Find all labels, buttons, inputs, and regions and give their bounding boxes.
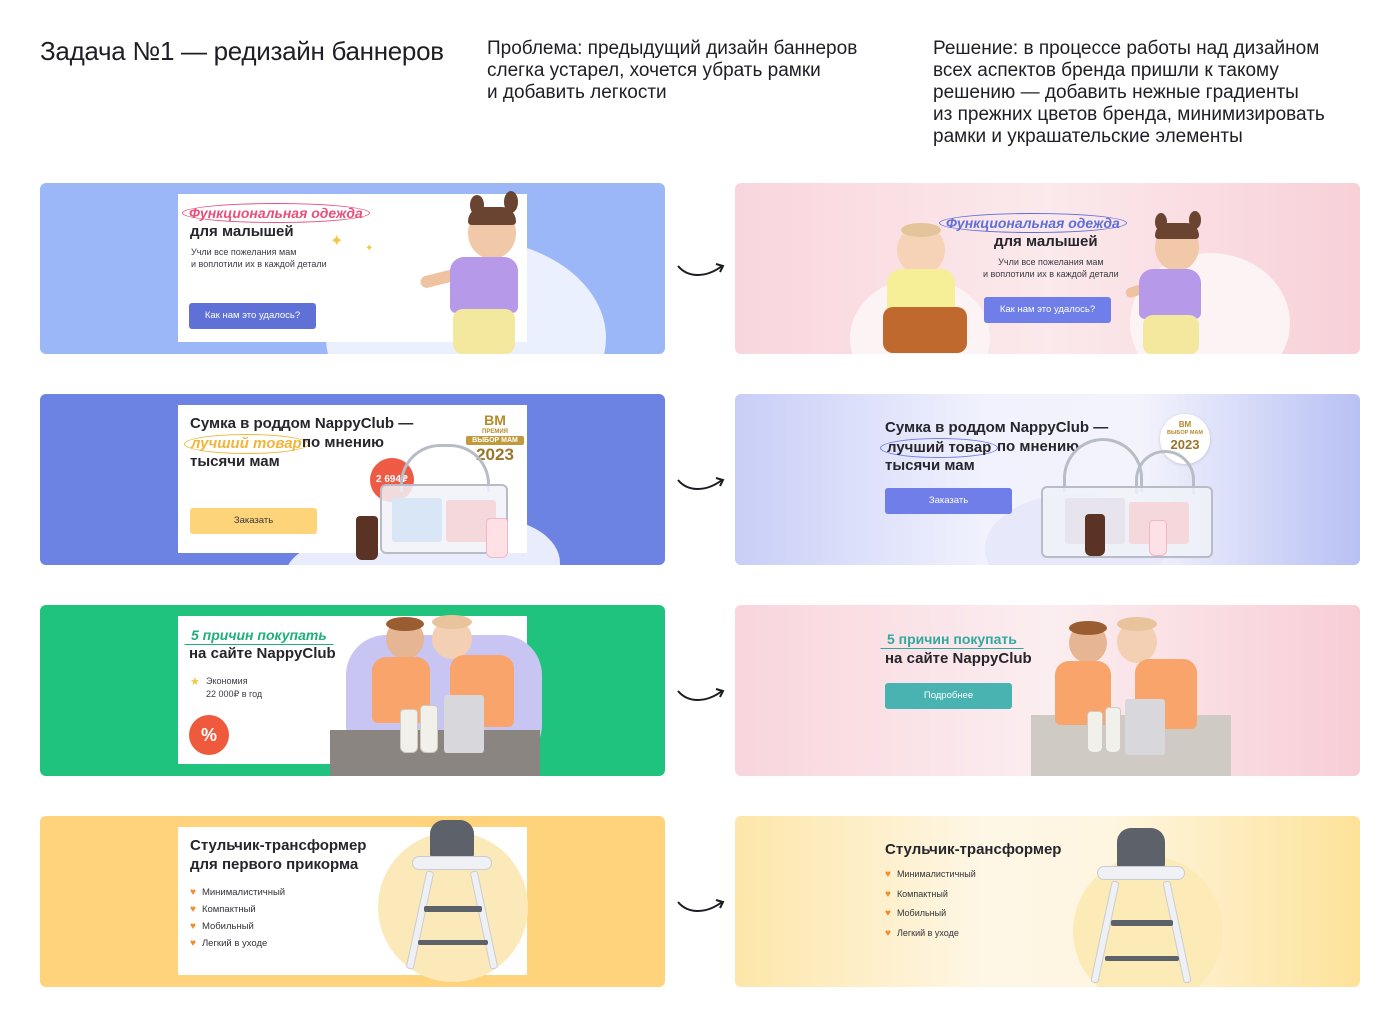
arrow-icon <box>677 899 725 912</box>
highlight-pill: Функциональная одежда <box>182 203 370 223</box>
banner-title-line2: по мнению <box>997 438 1079 455</box>
feature-list: ♥Минималистичный ♥Компактный ♥Мобильный … <box>190 884 285 952</box>
how-we-did-button[interactable]: Как нам это удалось? <box>189 303 316 329</box>
solution-text: Решение: в процессе работы над дизайном … <box>933 38 1325 147</box>
highlight-pill: лучший товар <box>184 434 309 454</box>
list-item: ♥Легкий в уходе <box>885 927 959 939</box>
list-item: ♥Легкий в уходе <box>190 938 268 949</box>
highlight-pill: Функциональная одежда <box>939 213 1127 233</box>
sparkle-icon: ✦ <box>330 233 344 250</box>
heart-icon: ♥ <box>885 869 891 880</box>
banner-title: для малышей <box>994 233 1098 250</box>
highlight-pill: лучший товар <box>880 438 999 458</box>
banner-bag-old: Сумка в роддом NappyClub — лучший товар … <box>40 394 665 565</box>
banner-title-line1: Стульчик-трансформер <box>190 837 367 854</box>
banner-bag-new: Сумка в роддом NappyClub — лучший товар … <box>735 394 1360 565</box>
list-item: ♥Компактный <box>885 888 948 900</box>
list-item: ♥Мобильный <box>885 908 947 919</box>
how-we-did-button[interactable]: Как нам это удалось? <box>984 297 1111 323</box>
banner-title: Стульчик-трансформер <box>885 841 1062 858</box>
banner-subtitle: Учли все пожелания мам и воплотили их в … <box>191 247 327 269</box>
banner-title-line3: тысячи мам <box>885 457 975 474</box>
highlight-text: 5 причин покупать <box>880 629 1024 649</box>
award-badge: ВМ ВЫБОР МАМ 2023 <box>1160 414 1210 464</box>
banner-reasons-new: 5 причин покупать на сайте NappyClub Под… <box>735 605 1360 776</box>
order-button[interactable]: Заказать <box>190 508 317 534</box>
highlight-text: 5 причин покупать <box>184 625 334 645</box>
banner-reasons-old: 5 причин покупать на сайте NappyClub ★ Э… <box>40 605 665 776</box>
banner-title-line2: по мнению <box>302 434 384 451</box>
arrow-icon <box>677 263 725 276</box>
award-year: 2023 <box>1170 437 1200 452</box>
banner-subtitle: Учли все пожелания мам и воплотили их в … <box>983 257 1119 279</box>
arrow-icon <box>677 477 725 490</box>
arrow-icon <box>677 688 725 701</box>
heart-icon: ♥ <box>885 908 891 919</box>
heart-icon: ♥ <box>885 888 891 900</box>
list-item: ♥Минималистичный <box>190 887 286 898</box>
award-small: ПРЕМИЯ <box>482 429 508 435</box>
award-logo: ВМ <box>1178 420 1192 429</box>
banner-title-line1: Сумка в роддом NappyClub — <box>885 419 1109 436</box>
award-badge: ВМ ПРЕМИЯ ВЫБОР МАМ 2023 <box>466 412 524 476</box>
award-logo: ВМ <box>484 412 506 428</box>
economy-value: 22 000₽ в год <box>206 689 263 699</box>
list-item: ♥Минималистичный <box>885 869 976 880</box>
banner-clothes-old: Функциональная одежда для малышей Учли в… <box>40 183 665 354</box>
more-button[interactable]: Подробнее <box>885 683 1012 709</box>
order-button[interactable]: Заказать <box>885 488 1012 514</box>
economy-label: Экономия <box>206 676 248 686</box>
banner-chair-new: Стульчик-трансформер ♥Минималистичный ♥К… <box>735 816 1360 987</box>
banner-clothes-new: Функциональная одежда для малышей Учли в… <box>735 183 1360 354</box>
heart-icon: ♥ <box>190 904 196 915</box>
problem-text: Проблема: предыдущий дизайн баннеров сле… <box>487 38 858 103</box>
feature-list: ♥Минималистичный ♥Компактный ♥Мобильный … <box>885 865 976 943</box>
banner-title-line2: для первого прикорма <box>190 856 359 873</box>
star-icon: ★ <box>190 676 200 688</box>
award-title: ВЫБОР МАМ <box>466 436 524 445</box>
award-title: ВЫБОР МАМ <box>1167 430 1203 436</box>
page-title: Задача №1 — редизайн баннеров <box>40 36 444 66</box>
discount-icon: % <box>189 715 229 755</box>
award-year: 2023 <box>476 445 514 464</box>
heart-icon: ♥ <box>190 921 196 932</box>
banner-title-line1: Сумка в роддом NappyClub — <box>190 415 414 432</box>
heart-icon: ♥ <box>190 887 196 898</box>
heart-icon: ♥ <box>190 938 196 949</box>
list-item: ♥Мобильный <box>190 921 254 932</box>
heart-icon: ♥ <box>885 927 891 939</box>
banner-title: на сайте NappyClub <box>189 645 336 662</box>
banner-chair-old: Стульчик-трансформер для первого прикорм… <box>40 816 665 987</box>
banner-title: для малышей <box>190 223 294 240</box>
banner-title-line3: тысячи мам <box>190 453 280 470</box>
sparkle-icon: ✦ <box>365 243 374 254</box>
list-item: ♥Компактный <box>190 904 256 915</box>
banner-title: на сайте NappyClub <box>885 650 1032 667</box>
